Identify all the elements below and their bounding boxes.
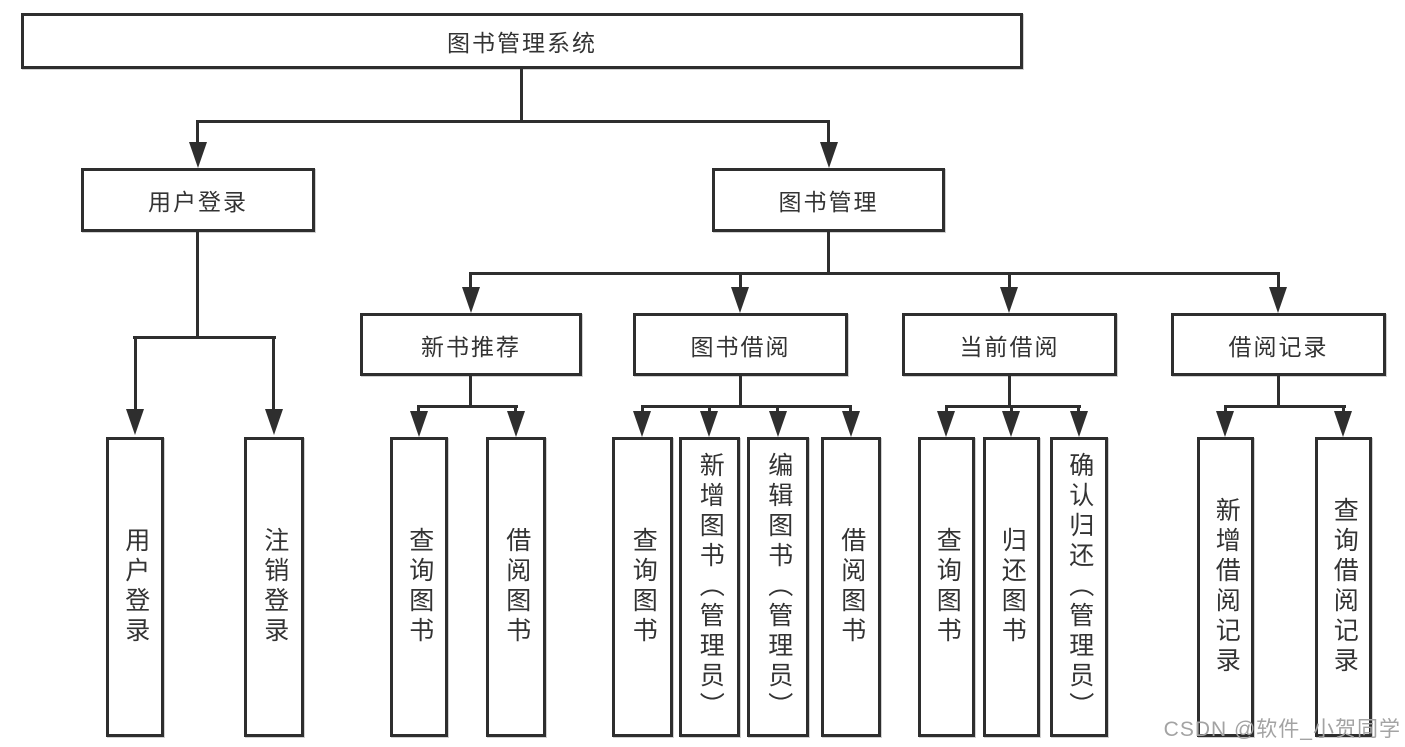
- leaf-query-books-borrow: 查询图书: [612, 437, 673, 737]
- arrowhead-down-icon: [126, 409, 144, 435]
- leaf-borrow-books-recommend: 借阅图书: [486, 437, 546, 737]
- leaf-return-books: 归还图书: [983, 437, 1040, 737]
- arrowhead-down-icon: [507, 411, 525, 437]
- arrowhead-down-icon: [1334, 411, 1352, 437]
- connector-drop-user-login: [196, 123, 199, 144]
- leaf-add-borrow-record: 新增借阅记录: [1197, 437, 1254, 737]
- node-book-borrowing: 图书借阅: [633, 313, 848, 376]
- leaf-edit-books-admin: 编辑图书（管理员）: [747, 437, 809, 737]
- connector-drop: [776, 408, 779, 413]
- node-new-book-recommendation: 新书推荐: [360, 313, 582, 376]
- connector-drop: [945, 408, 948, 413]
- connector-book-management-hbar: [469, 272, 1280, 275]
- connector-user-login-hbar: [133, 336, 276, 339]
- connector-book-borrowing-stem: [739, 376, 742, 405]
- arrowhead-down-icon: [1269, 287, 1287, 313]
- arrowhead-down-icon: [410, 411, 428, 437]
- connector-drop-book-management: [827, 123, 830, 144]
- connector-drop-book-borrowing: [739, 275, 742, 289]
- leaf-query-books-current: 查询图书: [918, 437, 975, 737]
- connector-drop: [1010, 408, 1013, 413]
- leaf-add-books-admin: 新增图书（管理员）: [679, 437, 740, 737]
- arrowhead-down-icon: [700, 411, 718, 437]
- leaf-borrow-books: 借阅图书: [821, 437, 881, 737]
- node-borrowing-records: 借阅记录: [1171, 313, 1386, 376]
- connector-drop: [1224, 408, 1227, 413]
- leaf-confirm-return-admin: 确认归还（管理员）: [1050, 437, 1108, 737]
- connector-drop-leaf-logout: [272, 339, 275, 409]
- connector-drop: [849, 408, 852, 413]
- connector-borrowing-records-hbar: [1224, 405, 1346, 408]
- connector-borrowing-records-stem: [1277, 376, 1280, 405]
- node-current-borrowing: 当前借阅: [902, 313, 1117, 376]
- arrowhead-down-icon: [1216, 411, 1234, 437]
- arrowhead-down-icon: [769, 411, 787, 437]
- connector-drop: [1342, 408, 1345, 413]
- arrowhead-down-icon: [842, 411, 860, 437]
- arrowhead-down-icon: [820, 142, 838, 168]
- connector-current-borrowing-hbar: [945, 405, 1081, 408]
- connector-drop: [417, 408, 420, 413]
- node-book-management: 图书管理: [712, 168, 945, 232]
- connector-drop: [641, 408, 644, 413]
- connector-book-management-stem: [827, 232, 830, 272]
- connector-drop-new-book-recommendation: [469, 275, 472, 289]
- connector-root-hbar: [196, 120, 830, 123]
- connector-drop-current-borrowing: [1008, 275, 1011, 289]
- arrowhead-down-icon: [633, 411, 651, 437]
- node-user-login: 用户登录: [81, 168, 315, 232]
- connector-drop-borrowing-records: [1277, 275, 1280, 289]
- connector-current-borrowing-stem: [1008, 376, 1011, 405]
- connector-new-book-recommendation-hbar: [417, 405, 518, 408]
- leaf-user-login: 用户登录: [106, 437, 164, 737]
- arrowhead-down-icon: [1002, 411, 1020, 437]
- arrowhead-down-icon: [937, 411, 955, 437]
- connector-user-login-stem: [196, 232, 199, 336]
- connector-new-book-recommendation-stem: [469, 376, 472, 405]
- arrowhead-down-icon: [265, 409, 283, 435]
- leaf-logout: 注销登录: [244, 437, 304, 737]
- node-root: 图书管理系统: [21, 13, 1023, 69]
- connector-book-borrowing-hbar: [641, 405, 852, 408]
- connector-drop: [708, 408, 711, 413]
- arrowhead-down-icon: [189, 142, 207, 168]
- watermark: CSDN @软件_小贺同学: [1163, 718, 1401, 741]
- leaf-query-borrow-record: 查询借阅记录: [1315, 437, 1372, 737]
- arrowhead-down-icon: [462, 287, 480, 313]
- arrowhead-down-icon: [1070, 411, 1088, 437]
- connector-root-stem: [520, 69, 523, 120]
- arrowhead-down-icon: [731, 287, 749, 313]
- connector-drop: [1077, 408, 1080, 413]
- connector-drop: [514, 408, 517, 413]
- arrowhead-down-icon: [1000, 287, 1018, 313]
- connector-drop-leaf-user-login: [134, 339, 137, 409]
- leaf-query-books-recommend: 查询图书: [390, 437, 448, 737]
